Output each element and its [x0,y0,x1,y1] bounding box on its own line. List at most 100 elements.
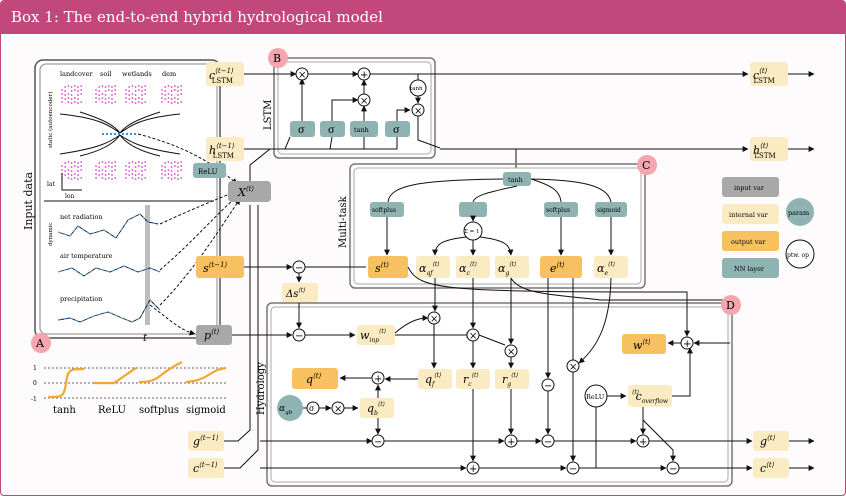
static-col-dem: dem [162,70,176,78]
var-q-b: qb⟨t⟩ [360,398,394,418]
op-minus-c2: − [566,461,580,475]
static-grid-top [61,85,183,104]
svg-text:+: + [469,464,477,475]
t-label: t [143,333,148,344]
var-e: e⟨t⟩ [540,256,582,278]
op-minus-g2: − [541,434,555,448]
var-delta-s: Δs⟨t⟩ [282,283,318,303]
series-precipitation: precipitation [60,295,102,303]
legend-ptw-op: ptw. op [787,252,809,259]
svg-text:tanh: tanh [508,176,523,184]
lstm-gate-input: σ [320,121,345,137]
op-sigma-qb: σ [306,401,320,415]
var-h-lstm-prev: h⟨t−1⟩LSTM [206,137,244,161]
svg-text:×: × [298,70,306,81]
badge-b: B [268,48,288,68]
act-relu: ReLU [98,405,126,416]
multitask-label: Multi-task [338,195,349,248]
svg-text:+: + [639,437,647,448]
act-tick-0: 0 [33,380,37,387]
op-times-wg: × [504,344,518,358]
op-plus-q: + [371,371,385,385]
op-minus-c3: − [666,461,680,475]
svg-text:c⟨t⟩LSTM: c⟨t⟩LSTM [753,67,775,85]
lstm-block: LSTM σ σ tanh σ × [263,57,441,159]
lstm-gate-cell: tanh [350,121,378,137]
legend-input-var: input var [734,184,765,192]
var-g-prev: g⟨t−1⟩ [188,431,224,451]
svg-text:sigmoid: sigmoid [597,207,621,214]
svg-text:s⟨t−1⟩: s⟨t−1⟩ [203,261,228,275]
svg-text:qf⟨t⟩: qf⟨t⟩ [425,372,441,388]
mt-softplus-s: softplus [370,202,404,217]
svg-text:c⟨t⟩: c⟨t⟩ [760,461,775,475]
svg-text:s⟨t⟩: s⟨t⟩ [375,261,389,275]
op-plus-g3: + [636,434,650,448]
op-times-wqf: × [427,311,441,325]
var-w: w⟨t⟩ [622,334,666,354]
op-minus-s: − [292,260,306,274]
svg-text:B: B [273,52,281,65]
svg-text:×: × [360,96,368,107]
lstm-op-add: + [357,67,371,81]
var-p: p⟨t⟩ [196,325,232,345]
svg-text:rc⟨t⟩: rc⟨t⟩ [463,372,479,388]
svg-text:softplus: softplus [372,207,396,214]
op-minus-e: − [541,378,555,392]
mt-sum1-op: Σ = 1 [463,221,483,241]
static-label: static (autoencoder) [47,92,54,148]
badge-d: D [721,295,741,315]
static-col-soil: soil [100,70,111,78]
svg-text:αe⟨t⟩: αe⟨t⟩ [597,261,615,277]
lstm-op-tanh: tanh [409,79,427,97]
relu-overflow: ReLU [584,384,608,408]
var-alpha-qf: αqf⟨t⟩ [416,256,450,278]
svg-text:A: A [35,337,45,350]
mt-softplus-e: softplus [544,202,578,217]
hydrology-label: Hydrology [256,362,267,415]
op-plus-g1: + [504,434,518,448]
svg-text:g⟨t⟩: g⟨t⟩ [760,434,776,448]
svg-text:−: − [374,437,382,448]
svg-text:p⟨t⟩: p⟨t⟩ [204,328,220,342]
svg-text:αqf⟨t⟩: αqf⟨t⟩ [419,261,440,277]
svg-text:αqb: αqb [279,404,293,416]
var-r-g: rg⟨t⟩ [495,369,529,389]
op-minus-p: − [292,328,306,342]
svg-text:ReLU: ReLU [586,393,605,401]
svg-text:C: C [642,159,650,172]
svg-text:αc⟨t⟩: αc⟨t⟩ [459,261,477,277]
mt-linear-layer [459,202,487,217]
lon-label: lon [65,193,75,200]
var-x: X⟨t⟩ [228,181,271,202]
x-sup: ⟨t⟩ [246,185,255,193]
var-q-f: qf⟨t⟩ [418,369,452,389]
badge-c: C [637,155,657,175]
var-q: q⟨t⟩ [292,368,338,389]
x-symbol: X [237,186,247,199]
svg-text:X⟨t⟩: X⟨t⟩ [237,185,254,199]
svg-text:w⟨t⟩: w⟨t⟩ [633,338,651,352]
var-s: s⟨t⟩ [368,256,408,278]
var-g: g⟨t⟩ [753,431,789,451]
dynamic-label: dynamic [48,222,54,246]
svg-text:+: + [360,70,368,81]
svg-text:×: × [334,404,342,415]
svg-text:g⟨t−1⟩: g⟨t−1⟩ [193,434,219,448]
var-c-overflow: coverflow⟨t⟩ [628,385,672,407]
svg-text:−: − [569,464,577,475]
svg-text:+: + [374,374,382,385]
hydrology-block: Hydrology [256,302,733,487]
lstm-label: LSTM [263,100,274,130]
act-tanh: tanh [53,405,76,416]
svg-text:×: × [469,331,477,342]
legend-param: param [788,209,809,217]
multitask-block: Multi-task tanh softplus softplus sigmoi… [338,163,646,289]
activation-plots: 1 0 -1 tanh ReLU softplus sigmoid [31,361,228,416]
svg-text:winp⟨t⟩: winp⟨t⟩ [360,328,386,344]
input-panel: Input data landcover soil wetlands dem s… [22,59,241,344]
series-net-radiation: net radiation [60,213,103,221]
svg-text:q⟨t⟩: q⟨t⟩ [306,372,322,386]
svg-text:coverflow⟨t⟩: coverflow⟨t⟩ [632,389,669,405]
